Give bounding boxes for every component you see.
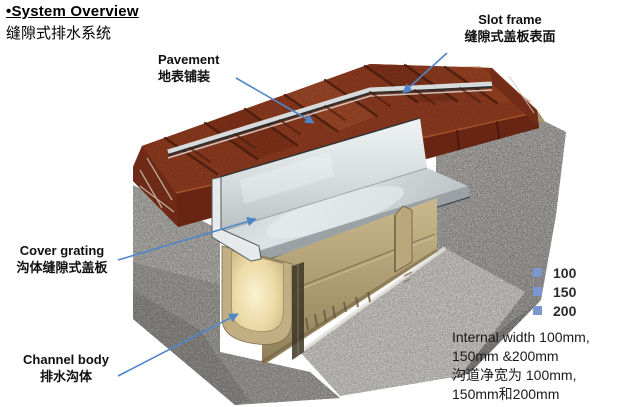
legend-swatch-icon (533, 306, 542, 315)
channel-body-arrow (117, 313, 239, 377)
slide-title: •System Overview 缝隙式排水系统 (6, 3, 139, 43)
width-legend: 100 150 200 (533, 263, 576, 320)
legend-swatch-icon (533, 268, 542, 277)
title-en: •System Overview (6, 3, 139, 20)
pavement-arrow (235, 77, 315, 124)
legend-swatch-icon (533, 287, 542, 296)
pavement-label: Pavement 地表铺装 (158, 52, 220, 84)
legend-row-200: 200 (533, 301, 576, 320)
legend-row-100: 100 (533, 263, 576, 282)
title-zh: 缝隙式排水系统 (6, 25, 112, 42)
concrete-bedding (298, 246, 525, 396)
channel-body (221, 198, 438, 366)
channel-body-label: Channel body 排水沟体 (23, 352, 109, 384)
cover-grating-cut-face (211, 176, 262, 262)
internal-width-note: Internal width 100mm, 150mm &200mm 沟道净宽为… (452, 329, 590, 403)
slot-frame-label: Slot frame 缝隙式盖板表面 (464, 12, 556, 44)
callout-arrows (117, 52, 448, 377)
cover-grating-steel (215, 117, 471, 263)
embossed-marking (305, 291, 371, 331)
slot-frame-arrow (402, 52, 448, 94)
cover-grating-label: Cover grating 沟体缝隙式盖板 (16, 243, 108, 275)
cover-grating-arrow (117, 216, 257, 261)
legend-row-150: 150 (533, 282, 576, 301)
